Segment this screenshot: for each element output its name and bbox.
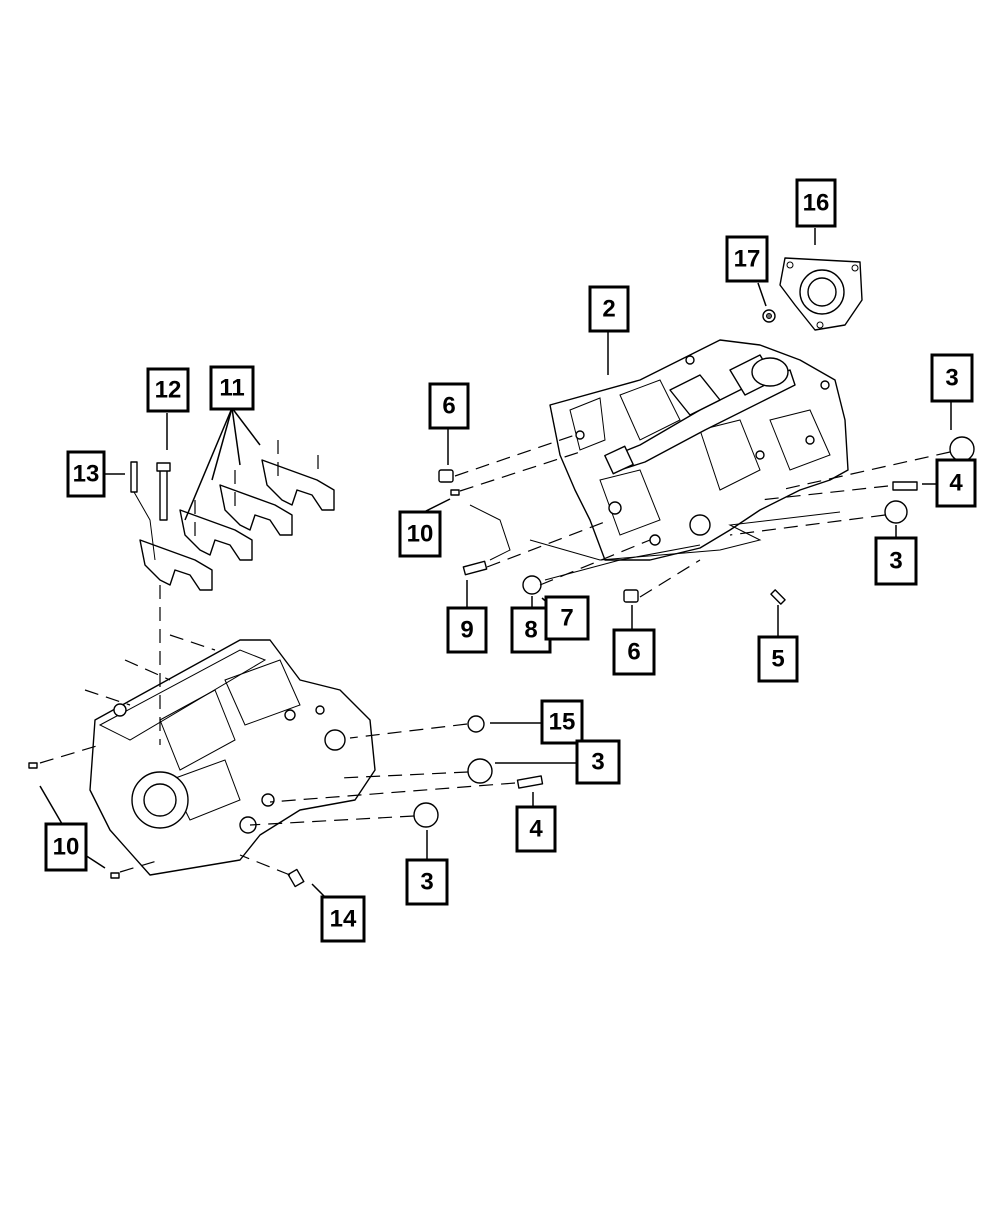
side-bolt <box>130 461 156 561</box>
callout-15: 15 <box>540 699 584 745</box>
callout-box <box>540 699 584 745</box>
bearing-caps <box>139 440 335 591</box>
callout-14: 14 <box>320 895 366 943</box>
callout-3: 3 <box>930 353 974 403</box>
callout-box <box>930 353 974 403</box>
callout-number: 14 <box>330 906 357 933</box>
callout-box <box>612 628 656 676</box>
callout-number: 6 <box>442 393 455 420</box>
callout-number: 3 <box>591 749 604 776</box>
callout-box <box>398 510 442 558</box>
plug-pin-lower-b <box>110 872 120 879</box>
callout-number: 15 <box>549 709 576 736</box>
callout-number: 11 <box>219 375 244 402</box>
callout-number: 13 <box>73 461 100 488</box>
rear-seal-retainer <box>779 257 863 331</box>
callout-17: 17 <box>725 235 769 283</box>
plug-pin-lower-a <box>28 762 38 769</box>
main-cap-bolt <box>156 462 171 521</box>
engine-block-left <box>89 639 376 876</box>
retainer-bolt <box>762 309 776 323</box>
callout-box <box>320 895 366 943</box>
spring-pin <box>462 560 488 576</box>
callout-3: 3 <box>405 858 449 906</box>
callout-number: 10 <box>407 521 434 548</box>
callout-number: 6 <box>627 639 640 666</box>
roll-pin <box>770 589 786 605</box>
callout-11: 11 <box>209 365 255 411</box>
callout-12: 12 <box>146 367 190 413</box>
callout-box <box>428 382 470 430</box>
callout-number: 9 <box>460 617 473 644</box>
callout-2: 2 <box>588 285 630 333</box>
callout-box <box>795 178 837 228</box>
callout-number: 16 <box>803 190 830 217</box>
callout-7: 7 <box>544 595 590 641</box>
callout-box <box>515 805 557 853</box>
freeze-plug-top <box>949 436 975 462</box>
callout-6: 6 <box>428 382 470 430</box>
callout-box <box>446 606 488 654</box>
callout-number: 3 <box>889 548 902 575</box>
callout-9: 9 <box>446 606 488 654</box>
callout-number: 4 <box>529 816 543 843</box>
callout-3: 3 <box>575 739 621 785</box>
callout-4: 4 <box>515 805 557 853</box>
callout-number: 7 <box>560 605 573 632</box>
callout-box <box>405 858 449 906</box>
callout-number: 3 <box>420 869 433 896</box>
sensor-plug <box>467 715 485 733</box>
freeze-plug-lower <box>413 802 439 828</box>
dowel-lower <box>623 589 639 603</box>
callout-box <box>510 606 552 654</box>
callout-3: 3 <box>874 536 918 586</box>
callout-number: 12 <box>155 377 182 404</box>
alignment-lines <box>39 434 951 876</box>
plug-pin-upper <box>450 489 460 496</box>
callout-10: 10 <box>398 510 442 558</box>
callout-5: 5 <box>757 635 799 683</box>
callout-box <box>66 450 106 498</box>
callout-4: 4 <box>935 458 977 508</box>
callout-box <box>146 367 190 413</box>
callout-box <box>757 635 799 683</box>
threaded-plug-right <box>892 481 918 491</box>
callout-8: 8 <box>510 606 552 654</box>
callout-6: 6 <box>612 628 656 676</box>
callout-box <box>44 822 88 872</box>
callout-box <box>575 739 621 785</box>
callout-number: 10 <box>53 834 80 861</box>
callout-box <box>588 285 630 333</box>
engine-block-right <box>549 339 849 561</box>
callout-box <box>209 365 255 411</box>
callout-number: 2 <box>602 296 615 323</box>
callout-box <box>935 458 977 508</box>
freeze-plug-right <box>884 500 908 524</box>
freeze-plug-mid <box>467 758 493 784</box>
callout-13: 13 <box>66 450 106 498</box>
plug-ring <box>522 575 542 595</box>
callout-10: 10 <box>44 822 88 872</box>
callout-number: 17 <box>734 246 761 273</box>
callout-box <box>544 595 590 641</box>
callout-number: 4 <box>949 470 963 497</box>
callout-box <box>874 536 918 586</box>
callout-box <box>725 235 769 283</box>
callout-number: 8 <box>524 617 537 644</box>
callout-16: 16 <box>795 178 837 228</box>
dowel-upper <box>438 469 454 483</box>
drain-bolt <box>287 868 305 888</box>
threaded-plug-left <box>516 775 544 789</box>
callout-number: 3 <box>945 365 958 392</box>
callout-number: 5 <box>771 646 784 673</box>
leader-lines <box>39 228 952 898</box>
